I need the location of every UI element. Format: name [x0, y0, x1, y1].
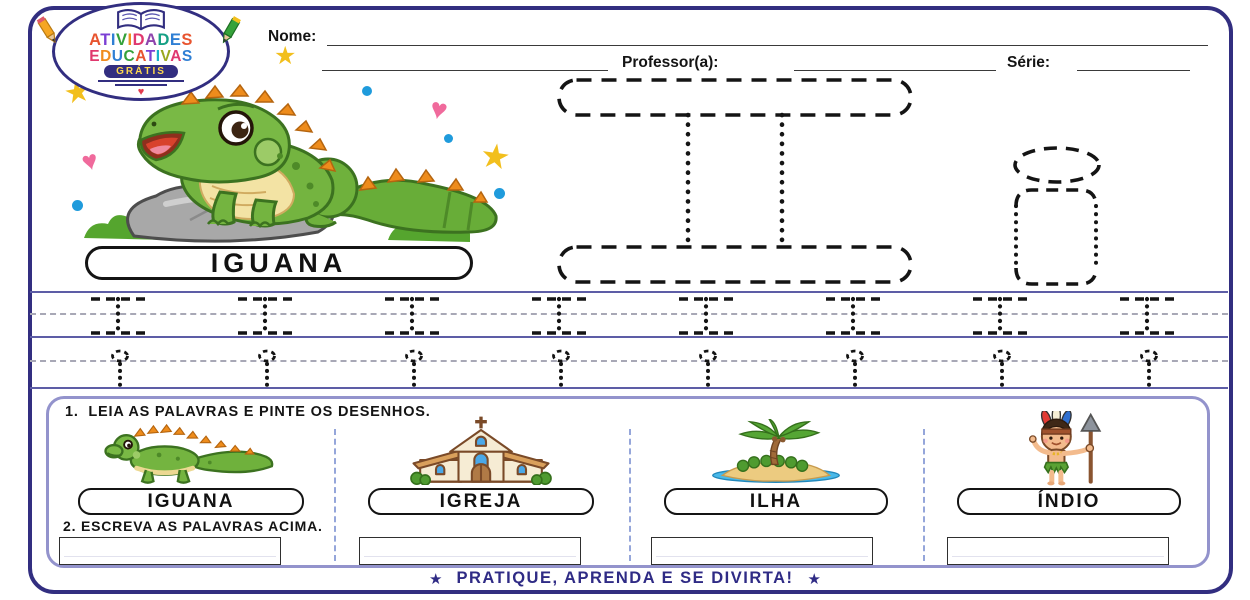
name-input-line-2[interactable]	[322, 56, 608, 71]
star-icon: ★	[807, 570, 821, 588]
trace-glyph-lowercase-i	[258, 349, 276, 389]
worksheet-border	[28, 6, 1233, 594]
trace-glyph-lowercase-i	[1140, 349, 1158, 389]
star-decoration: ★	[274, 42, 297, 70]
name-label: Nome:	[268, 28, 317, 45]
grade-input-line[interactable]	[1077, 56, 1190, 71]
trace-letter-lowercase-i	[1013, 146, 1101, 286]
word-label-ilha: ILHA	[664, 488, 888, 515]
logo-banner: GRÁTIS	[104, 65, 178, 79]
star-decoration: ★	[477, 136, 513, 178]
trace-glyph-uppercase-I	[1120, 296, 1174, 336]
trace-glyph-lowercase-i	[699, 349, 717, 389]
column-divider	[923, 429, 925, 561]
logo-divider	[115, 84, 167, 86]
trace-glyph-uppercase-I	[532, 296, 586, 336]
trace-row-lowercase	[30, 345, 1228, 389]
grade-label: Série:	[1007, 54, 1051, 71]
name-input-line[interactable]	[327, 31, 1208, 46]
teacher-input-line[interactable]	[794, 56, 996, 71]
column-divider	[334, 429, 336, 561]
trace-glyph-lowercase-i	[846, 349, 864, 389]
activity-panel: 1. LEIA AS PALAVRAS E PINTE OS DESENHOS.…	[46, 396, 1210, 568]
trace-glyph-lowercase-i	[993, 349, 1011, 389]
blue-dot-decoration	[362, 86, 372, 96]
logo-subtitle: EDUCATIVAS	[89, 47, 193, 65]
open-book-icon	[117, 9, 165, 31]
pencil-icon	[222, 16, 241, 44]
trace-glyph-lowercase-i	[111, 349, 129, 389]
trace-glyph-uppercase-I	[826, 296, 880, 336]
trace-glyph-uppercase-I	[973, 296, 1027, 336]
star-icon: ★	[428, 570, 443, 588]
trace-glyph-uppercase-I	[238, 296, 292, 336]
trace-row-uppercase	[30, 291, 1228, 338]
footer-text: PRATIQUE, APRENDA E SE DIVIRTA!	[456, 569, 794, 587]
iguana-illustration	[84, 84, 498, 243]
word-label-indio: ÍNDIO	[957, 488, 1181, 515]
write-box-4[interactable]	[947, 537, 1169, 565]
activity1-title: 1. LEIA AS PALAVRAS E PINTE OS DESENHOS.	[65, 404, 431, 420]
logo-divider	[98, 80, 184, 83]
heart-icon: ♥	[137, 86, 145, 98]
trace-glyph-uppercase-I	[385, 296, 439, 336]
activity2-title: 2. ESCREVA AS PALAVRAS ACIMA.	[63, 518, 323, 534]
trace-letter-uppercase-I	[557, 78, 913, 284]
logo-title: ATIVIDADES	[89, 30, 193, 49]
teacher-label: Professor(a):	[622, 54, 719, 71]
pencil-icon	[36, 16, 56, 44]
footer-motto: ★ PRATIQUE, APRENDA E SE DIVIRTA! ★	[0, 569, 1250, 588]
word-label-iguana: IGUANA	[78, 488, 304, 515]
column-divider	[629, 429, 631, 561]
site-logo: ATIVIDADES EDUCATIVAS GRÁTIS ♥	[52, 2, 230, 101]
church-illustration	[410, 416, 552, 485]
write-box-1[interactable]	[59, 537, 281, 565]
blue-dot-decoration	[494, 188, 505, 199]
flashcard-word: IGUANA	[210, 247, 348, 278]
write-box-2[interactable]	[359, 537, 581, 565]
word-label-igreja: IGREJA	[368, 488, 594, 515]
iguana-small-illustration	[104, 423, 274, 484]
trace-glyph-uppercase-I	[91, 296, 145, 336]
trace-glyph-lowercase-i	[405, 349, 423, 389]
write-box-3[interactable]	[651, 537, 873, 565]
island-illustration	[712, 419, 840, 483]
blue-dot-decoration	[72, 200, 83, 211]
flashcard-word-box: IGUANA	[85, 246, 473, 280]
blue-dot-decoration	[444, 134, 453, 143]
indigenous-boy-illustration	[1028, 411, 1102, 486]
trace-glyph-lowercase-i	[552, 349, 570, 389]
trace-glyph-uppercase-I	[679, 296, 733, 336]
